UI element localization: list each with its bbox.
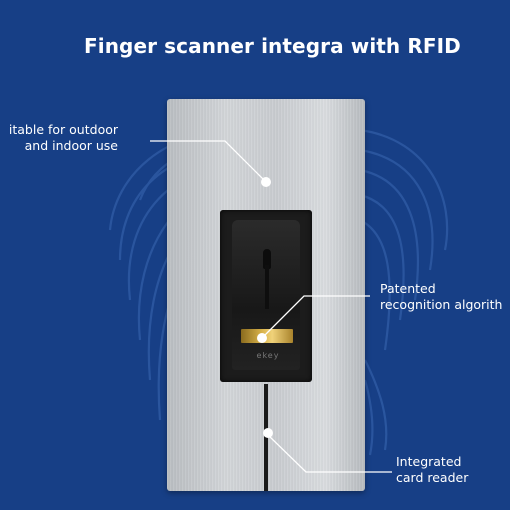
callout-dot-card-reader <box>263 428 273 438</box>
finger-guide-stem <box>265 265 269 309</box>
fingerprint-sensor-window <box>241 329 293 343</box>
callout-dot-outdoor <box>261 177 271 187</box>
leader-line-outdoor <box>150 140 267 183</box>
callout-outdoor-line-1: itable for outdoor <box>8 122 118 137</box>
finger-guide-tip <box>263 249 271 269</box>
leader-line-algorithm <box>261 295 370 339</box>
callout-card-line-1: Integrated <box>396 454 462 469</box>
brand-label: ekey <box>256 351 280 360</box>
callout-algorithm-line-1: Patented <box>380 281 436 296</box>
leader-line-card-reader <box>267 434 392 473</box>
finger-scanner-device: ekey <box>167 99 365 491</box>
callout-algorithm-line-2: recognition algorith <box>380 297 503 312</box>
sensor-recess <box>220 210 312 382</box>
callout-outdoor-line-2: and indoor use <box>24 138 118 153</box>
callout-outdoor-indoor: itable for outdoor and indoor use <box>0 122 118 154</box>
page-title: Finger scanner integra with RFID <box>84 34 461 58</box>
callout-card-line-2: card reader <box>396 470 469 485</box>
callout-recognition-algorithm: Patented recognition algorith <box>380 281 502 313</box>
callout-dot-algorithm <box>257 333 267 343</box>
callout-card-reader: Integrated card reader <box>396 454 468 486</box>
